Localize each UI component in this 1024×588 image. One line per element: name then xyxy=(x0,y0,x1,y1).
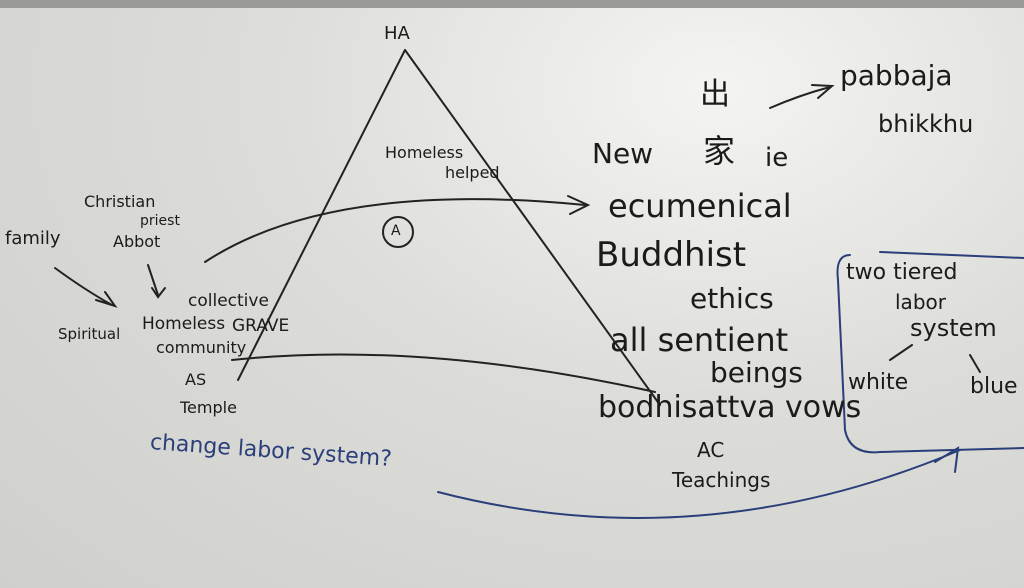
apex-label: HA xyxy=(384,23,410,44)
helped-label: helped xyxy=(445,163,500,182)
arrow-head-ecumenical xyxy=(567,195,591,215)
teachings-label: Teachings xyxy=(672,468,771,492)
bodhisattva-vows-label: bodhisattva vows xyxy=(598,390,862,425)
two-tiered-label: two tiered xyxy=(846,260,958,285)
ethics-label: ethics xyxy=(690,282,774,315)
homeless-left-label: Homeless xyxy=(142,314,226,334)
arrow-abbot xyxy=(147,264,166,299)
a-label: A xyxy=(391,223,401,239)
bhikkhu-label: bhikkhu xyxy=(878,110,974,138)
circle-a xyxy=(382,216,414,248)
grave-label: GRAVE xyxy=(232,316,290,336)
ie-label: ie xyxy=(765,143,789,173)
blue-arrow-head xyxy=(934,446,960,473)
system-label: system xyxy=(910,314,997,342)
as-label: AS xyxy=(185,370,207,389)
christian-label: Christian xyxy=(84,192,156,211)
temple-label: Temple xyxy=(180,398,237,417)
arc-arrow-to-ecumenical xyxy=(204,198,586,263)
community-label: community xyxy=(156,338,247,357)
labor-system-box xyxy=(836,251,1024,454)
chu-character: 出 xyxy=(700,77,730,112)
pabbaja-label: pabbaja xyxy=(840,59,953,92)
jia-character: 家 xyxy=(703,132,736,170)
abbot-label: Abbot xyxy=(113,232,161,251)
ac-label: AC xyxy=(697,438,725,462)
labor-label: labor xyxy=(895,290,946,314)
beings-label: beings xyxy=(710,356,803,389)
arrow-family xyxy=(54,267,118,308)
all-sentient-label: all sentient xyxy=(610,321,789,359)
family-label: family xyxy=(5,228,61,249)
arrow-to-pabbaja xyxy=(769,84,835,109)
triangle-base xyxy=(231,353,656,393)
blue-label: blue xyxy=(970,374,1018,399)
white-label: white xyxy=(848,370,909,395)
priest-label: priest xyxy=(140,213,180,229)
blue-curve-arrow xyxy=(437,449,961,519)
homeless-label: Homeless xyxy=(385,143,464,162)
triangle-right-side xyxy=(404,49,661,406)
whiteboard-frame xyxy=(0,0,1024,8)
collective-label: collective xyxy=(188,291,269,311)
box-white-tick xyxy=(889,344,913,361)
ecumenical-label: ecumenical xyxy=(608,187,792,225)
new-label: New xyxy=(592,137,654,170)
buddhist-label: Buddhist xyxy=(596,235,747,275)
box-blue-tick xyxy=(969,354,981,373)
spiritual-label: Spiritual xyxy=(58,325,121,343)
